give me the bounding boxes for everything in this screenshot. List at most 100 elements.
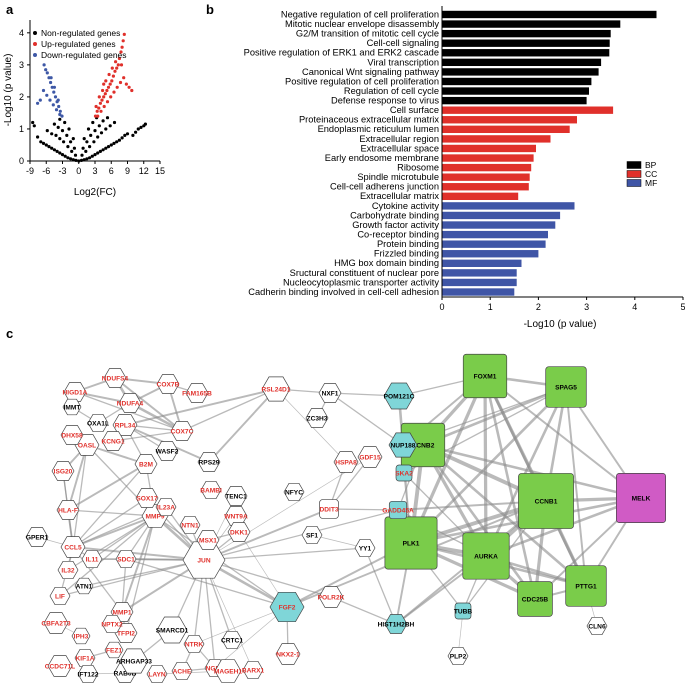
go-bar: [442, 211, 561, 220]
network-node-shape: [224, 486, 248, 506]
volcano-point: [116, 63, 120, 67]
network-node-shape: [318, 383, 342, 403]
volcano-point: [72, 146, 76, 150]
network-node-shape: [170, 421, 194, 441]
network-node-label: MAGEH1: [214, 668, 243, 675]
volcano-point: [88, 156, 92, 160]
network-node-shape: [615, 473, 666, 524]
go-term-label: Positive regulation of cell proliferatio…: [285, 76, 439, 86]
go-bar: [442, 144, 536, 153]
ppi-network: MELKFOXM1SPAG5CCNB2CCNB1PLK1AURKAPTTG1CD…: [25, 353, 666, 684]
network-node-shape: [112, 414, 138, 436]
volcano-point: [100, 98, 104, 102]
volcano-point: [97, 95, 101, 99]
go-term-label: Nucleocytoplasmic transporter activity: [283, 277, 439, 287]
network-node-shape: [74, 434, 100, 456]
network-node-tenc1: TENC1: [224, 486, 248, 506]
go-enrichment-chart: Negative regulation of cell proliferatio…: [244, 6, 685, 330]
volcano-point: [101, 88, 105, 93]
volcano-point: [51, 103, 55, 107]
volcano-point: [52, 85, 57, 89]
network-edge: [328, 508, 399, 511]
network-node-ddit3: DDIT3: [319, 499, 339, 519]
network-node-shape: [357, 446, 383, 468]
volcano-point: [62, 140, 66, 144]
volcano-point: [63, 154, 67, 158]
network-node-label: TFPI2: [117, 630, 135, 637]
volcano-x-tick-label: 0: [76, 166, 81, 176]
network-node-shape: [62, 398, 82, 416]
network-node-label: GPER1: [26, 534, 49, 541]
network-node-gdf15: GDF15: [357, 446, 383, 468]
network-node-label: TUBB: [454, 608, 473, 615]
volcano-point: [117, 56, 121, 61]
network-node-lif: LIF: [49, 586, 71, 606]
volcano-point: [85, 157, 89, 161]
network-node-label: COX7B: [157, 381, 180, 388]
go-bar: [442, 125, 570, 134]
network-node-shape: [462, 353, 508, 399]
network-node-label: PLK1: [403, 540, 420, 547]
network-node-label: OXA1L: [87, 420, 109, 427]
volcano-point: [79, 158, 84, 162]
volcano-point: [80, 153, 84, 157]
volcano-point: [50, 132, 54, 136]
network-node-label: DKK1: [230, 529, 248, 536]
volcano-points: [31, 32, 147, 163]
network-node-label: RPL34: [115, 422, 136, 429]
network-node-fgf2: FGF2: [269, 591, 305, 623]
network-edge: [484, 375, 642, 499]
network-node-shape: [388, 432, 418, 458]
network-node-plk1: PLK1: [384, 516, 438, 570]
network-node-shape: [171, 661, 193, 681]
network-node-shape: [115, 549, 137, 569]
network-node-shape: [135, 488, 159, 508]
volcano-point: [143, 122, 147, 126]
volcano-point: [71, 158, 75, 162]
network-node-label: LAYN: [148, 671, 166, 678]
network-node-shape: [283, 482, 305, 502]
network-node-label: SF1: [306, 532, 318, 539]
volcano-point: [74, 158, 78, 162]
go-term-label: Extracellular space: [360, 143, 439, 153]
go-term-label: Viral transcription: [367, 57, 439, 67]
volcano-point: [71, 137, 75, 141]
network-node-label: HLA-F: [58, 507, 78, 514]
network-node-nxf1: NXF1: [318, 383, 342, 403]
volcano-point: [106, 85, 111, 89]
volcano-point: [69, 140, 73, 144]
go-term-label: Negative regulation of cell proliferatio…: [281, 9, 439, 19]
volcano-point: [98, 149, 102, 153]
volcano-point: [60, 153, 65, 157]
volcano-point: [44, 143, 48, 147]
network-node-gadd45a: GADD45A: [382, 500, 414, 520]
volcano-point: [50, 85, 54, 89]
network-node-atn1: ATN1: [74, 577, 94, 595]
network-node-shape: [384, 516, 438, 570]
network-node-label: ARHGAP33: [116, 658, 152, 665]
network-node-plp2: PLP2: [447, 646, 469, 666]
volcano-point: [118, 80, 123, 85]
network-edge: [67, 444, 88, 511]
volcano-point: [91, 120, 95, 125]
network-node-shape: [56, 500, 80, 520]
volcano-y-tick-label: 3: [19, 60, 24, 70]
volcano-point: [97, 124, 101, 128]
volcano-point: [115, 85, 119, 89]
volcano-point: [123, 133, 127, 137]
volcano-point: [119, 50, 123, 54]
go-x-tick-label: 4: [632, 302, 637, 312]
volcano-y-tick-label: 1: [19, 124, 24, 134]
go-bar: [442, 221, 556, 229]
go-bar: [442, 250, 539, 258]
volcano-point: [93, 153, 97, 157]
network-edge: [409, 385, 568, 545]
network-node-shape: [155, 497, 177, 517]
network-node-sox17: SOX17: [135, 488, 159, 508]
network-node-cln6: CLN6: [586, 616, 608, 636]
network-node-label: PLP2: [450, 653, 467, 660]
volcano-point: [47, 145, 51, 149]
network-node-label: NDUFS4: [102, 375, 129, 382]
go-term-label: Ribosome: [397, 163, 439, 173]
